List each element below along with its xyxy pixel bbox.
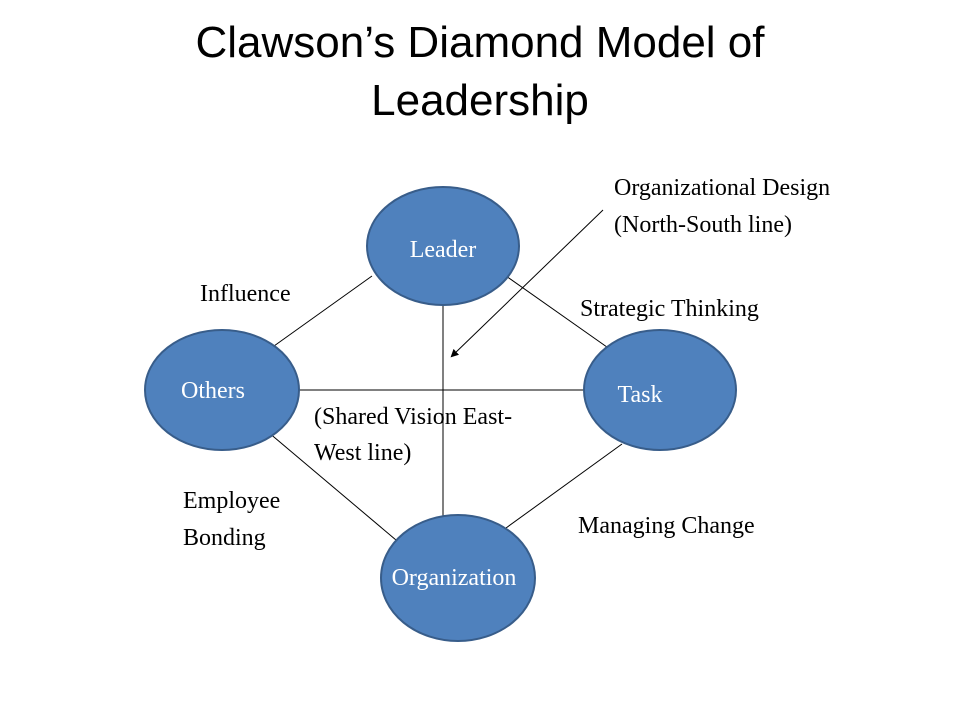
node-organization-label: Organization — [392, 565, 517, 591]
node-organization — [380, 514, 536, 642]
org-design-arrow — [450, 209, 604, 358]
org-design-label-line1: Organizational Design — [614, 175, 830, 201]
node-others-label: Others — [181, 378, 245, 404]
node-task-label: Task — [618, 382, 663, 408]
slide-title-line1: Clawson’s Diamond Model of — [195, 18, 765, 67]
shared-vision-label-line1: (Shared Vision East- — [314, 404, 512, 430]
node-leader-label: Leader — [410, 237, 477, 263]
managing-change-label: Managing Change — [578, 513, 755, 539]
node-leader — [366, 186, 520, 306]
employee-bonding-label-line2: Bonding — [183, 525, 266, 551]
edge-employee-bonding — [267, 431, 397, 541]
edge-strategic-thinking — [505, 275, 615, 353]
strategic-thinking-label: Strategic Thinking — [580, 296, 759, 322]
slide-title: Clawson’s Diamond Model of Leadership — [0, 14, 960, 130]
slide-title-line2: Leadership — [371, 76, 589, 125]
org-design-label-line2: (North-South line) — [614, 212, 792, 238]
influence-label: Influence — [200, 281, 291, 307]
node-task — [583, 329, 737, 451]
employee-bonding-label-line1: Employee — [183, 488, 280, 514]
shared-vision-label-line2: West line) — [314, 440, 411, 466]
edge-influence — [273, 275, 373, 347]
node-others — [144, 329, 300, 451]
edge-managing-change — [505, 443, 623, 529]
